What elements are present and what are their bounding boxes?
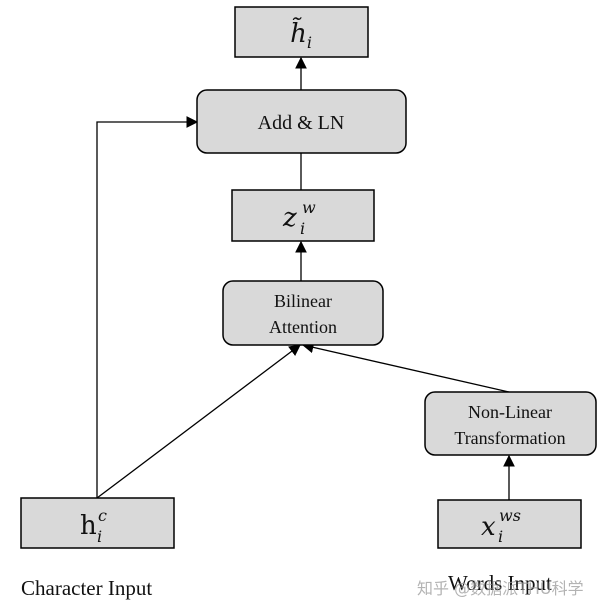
- svg-text:h̃i: h̃i: [290, 17, 312, 52]
- x-ws-subscript: i: [498, 527, 503, 546]
- h-tilde-symbol: h̃: [290, 17, 307, 49]
- add-ln-node: Add & LN: [196, 89, 407, 154]
- nonlinear-label-line1: Non-Linear: [468, 402, 552, 422]
- arrow-hc-to-bilinear: [96, 344, 301, 499]
- x-ws-superscript: ws: [499, 506, 521, 525]
- nonlinear-transformation-node: Non-Linear Transformation: [424, 391, 597, 456]
- h-c-superscript: c: [98, 506, 107, 525]
- z-node: z w i: [231, 189, 375, 242]
- x-ws-symbol: x: [481, 512, 496, 542]
- bilinear-attention-node: Bilinear Attention: [222, 280, 384, 346]
- bilinear-label-line2: Attention: [269, 317, 337, 337]
- z-subscript: i: [300, 219, 305, 238]
- arrow-nonlinear-to-bilinear: [301, 341, 510, 393]
- nonlinear-label-line2: Transformation: [454, 428, 565, 448]
- add-ln-label: Add & LN: [258, 112, 345, 134]
- words-input-caption: Words Input: [448, 571, 552, 595]
- bilinear-label-line1: Bilinear: [274, 291, 332, 311]
- h-c-input-node: h c i: [20, 497, 175, 549]
- z-symbol: z: [282, 203, 297, 233]
- watermark-text: 知乎 @数据派THU科学: [417, 579, 584, 598]
- h-tilde-subscript: i: [307, 33, 312, 52]
- h-c-symbol: h: [80, 511, 97, 541]
- x-ws-input-node: x ws i: [437, 499, 582, 549]
- arrow-hc-skip-to-add-ln: [96, 116, 199, 498]
- z-superscript: w: [302, 198, 316, 217]
- h-tilde-output-node: h̃i: [234, 6, 369, 58]
- character-input-caption: Character Input: [21, 576, 152, 600]
- h-c-subscript: i: [97, 527, 102, 546]
